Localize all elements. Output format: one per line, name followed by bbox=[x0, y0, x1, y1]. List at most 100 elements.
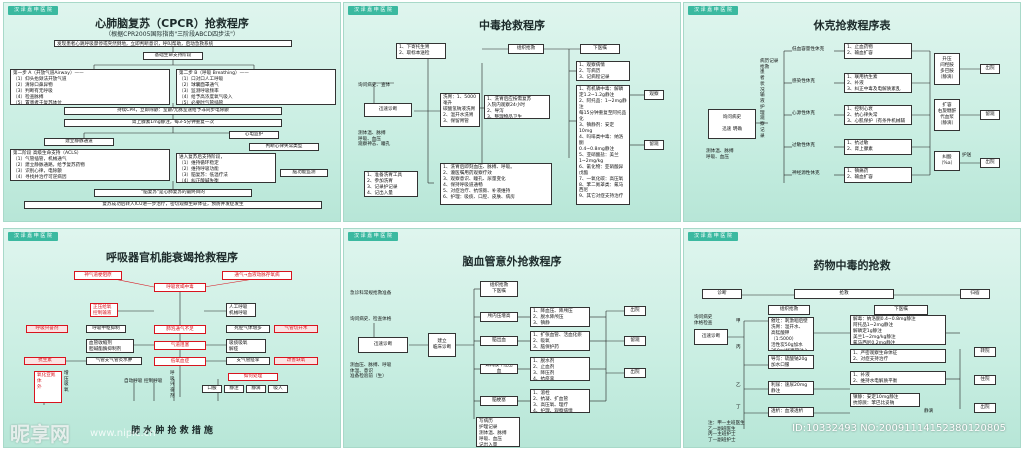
history-label: 询问病史、查体 bbox=[358, 83, 391, 88]
controlled-breathing-label: 控制呼吸 bbox=[144, 379, 163, 384]
sah-treatment-box: 1、脱水剂 2、止血剂 3、降压剂 4、抗痉挛 bbox=[530, 357, 590, 381]
panel-poisoning: 汉 泽 嘉 申 医 院 中毒抢救程序 1、下寄托生胃 2、取标本送检 询问病史、… bbox=[343, 2, 681, 222]
auto-breathing-label: 自动呼吸 bbox=[124, 379, 143, 384]
observe-outcome-box: 观察 bbox=[644, 90, 664, 100]
er-prep-label: 急诊科常规抢救准备 bbox=[350, 291, 392, 296]
hospital-badge: 汉 泽 嘉 申 医 院 bbox=[8, 6, 58, 15]
route-inhale: 吸入 bbox=[268, 385, 288, 393]
pressor-box: 升压 间羟胺 多巴胺 （静滴） bbox=[934, 53, 960, 85]
improve-hypoxia-node: 改善缺氧 bbox=[274, 357, 318, 365]
flow-connectors bbox=[43, 278, 269, 405]
panel-header: 汉 泽 嘉 申 医 院 bbox=[684, 3, 1020, 17]
brain-monitor-box: 脑功能监测 bbox=[280, 169, 328, 177]
airway-block-node: 气道阻塞 bbox=[154, 341, 206, 350]
monitor-box: 1、严密观察生命体征 2、对症支持治疗 bbox=[850, 349, 946, 363]
nitrous-oxide-box: 氧化亚氮 体 外 bbox=[34, 371, 62, 403]
flow-connectors bbox=[756, 50, 980, 183]
panel-shock: 汉 泽 嘉 申 医 院 休克抢救程序表 询问病史 迅速 明确 测体温、脉搏 呼吸… bbox=[683, 2, 1021, 222]
panel-header: 汉 泽 嘉 申 医 院 bbox=[4, 3, 340, 17]
panel-header: 汉 泽 嘉 申 医 院 bbox=[684, 229, 1020, 243]
panel-title: 呼吸器官机能衰竭抢救程序 bbox=[106, 251, 238, 264]
dialysis-box: 透析：血液透析 bbox=[768, 407, 814, 417]
role-b: 乙 bbox=[736, 383, 741, 388]
rescue-orders-box: 组织抢救 下医嘱 bbox=[480, 281, 518, 297]
nursing-care-box: 1、洗胃后即刻血压、脉搏、呼吸。 2、遵医嘱用药观察疗效 3、观察意识、瞳孔、尿… bbox=[440, 163, 552, 205]
stay-outcome-box: 留观 bbox=[644, 140, 664, 150]
observe-record-box: 1、观察病情 2、写病历 3、记病程记录 bbox=[576, 61, 630, 81]
shock-type-anaphylactic: 过敏性休克 bbox=[792, 143, 815, 148]
acidosis-box: 纠酸 （%a） bbox=[934, 151, 960, 171]
ventilation-node: 通气→血液动脉存氧病 bbox=[222, 271, 292, 280]
treatment-septic: 1、联用抗生素 2、补液 3、纠正中毒及电解质紊乱 bbox=[844, 73, 912, 93]
post-resus-box: 进入复苏后支持阶段， （1）维持循环稳定 （2）维持呼吸功能 （3）脑复苏：低温… bbox=[176, 153, 276, 183]
bronchospasm-node: 支气管痉挛 bbox=[226, 357, 270, 365]
panel-subtitle: （根据CPR2005国际指南"三阶段ABCD四步法"） bbox=[105, 31, 239, 38]
catharsis-box: 导泻：硫酸钠20g 加水口服 bbox=[768, 355, 814, 369]
flow-connectors bbox=[373, 288, 624, 419]
diagnosis-header: 诊断 bbox=[702, 289, 742, 299]
vitals-label: 测血压、脉搏、呼吸 体温、意识 准备检验前（生） bbox=[350, 363, 392, 380]
bronchial-edema-node: 气管支气管炎水肿 bbox=[86, 357, 142, 365]
hemorrhage-treatment-box: 1、扩张血管、活血化瘀 2、吸氧 3、脑保护药 bbox=[530, 331, 590, 351]
emesis-lavage-box: 催吐：刺激咽后壁 洗胃：温开水、 高锰酸钾（1:5000） 活性炭50g加水 2… bbox=[768, 317, 814, 351]
history-diagnosis-box: 询问病史 迅速 明确 bbox=[708, 109, 756, 139]
peep-node: 正压给氧 控制输液 bbox=[90, 303, 118, 317]
treatment-anaphylactic: 1、抗过敏 2、肾上腺素 bbox=[844, 139, 912, 155]
hospital-badge: 汉 泽 嘉 申 医 院 bbox=[688, 6, 738, 15]
history-label: 询问病史 体格检查 bbox=[694, 315, 713, 326]
orders-box: 下医嘱 bbox=[874, 305, 928, 315]
hospital-badge: 汉 泽 嘉 申 医 院 bbox=[348, 232, 398, 241]
shock-type-cardiogenic: 心源性休克 bbox=[792, 111, 815, 116]
panel-header: 汉 泽 嘉 申 医 院 bbox=[344, 229, 680, 243]
panel-title: 休克抢救程序表 bbox=[813, 19, 891, 32]
discharge-box-1: 出院 bbox=[980, 64, 1000, 74]
treatment-neurogenic: 1、镇痛药 2、输血扩容 bbox=[844, 167, 912, 183]
clinical-diagnosis-box: 建立 临床诊断 bbox=[428, 333, 456, 357]
pulmonary-edema-title: 肺 水 肿 抢 救 措 施 bbox=[131, 426, 213, 436]
infarction-treatment-box: 1、溶栓 2、抗凝、扩血管 3、高压氧、理疗 4、护理、观察病情 bbox=[530, 389, 590, 413]
orders-box: 下医嘱 bbox=[580, 44, 620, 54]
alveolar-hypovent-node: 肺泡通气不足 bbox=[154, 325, 206, 334]
top-note-box: 发现患者心跳呼吸骤停或突然倒地，立即判断意识，呼叫帮助，启动急救系统 bbox=[54, 40, 292, 47]
step-a-box: 第一步 A（开放气道Airway）—— （1）仰头抬颏法开放气道 （2）清除口鼻… bbox=[10, 69, 170, 105]
antidote-box: 解毒：纳洛酮0.4~0.8mg静注 阿托品1~2mg静注 解磷定1g静注 美兰1… bbox=[850, 315, 946, 345]
suction-node: 吸痰吸氧 解痉 bbox=[226, 339, 266, 353]
shock-type-hypovolemic: 低血容量性休克 bbox=[792, 47, 825, 52]
panel-title: 药物中毒的抢救 bbox=[813, 259, 891, 272]
panel-cpcr: 汉 泽 嘉 申 医 院 心肺脑复苏（CPCR）抢救程序 （根据CPR2005国际… bbox=[3, 2, 341, 222]
records-box: 写病历 护理记录 测体温、脉搏 呼吸、血压 记出入量 bbox=[476, 417, 520, 447]
epinephrine-box: 肾上腺素1mg静注，每3-5分钟重复一次 bbox=[64, 119, 282, 127]
resp-stimulant-node: 呼吸兴奋剂 bbox=[26, 325, 68, 333]
sah-box: 蛛网膜下腔出血 bbox=[480, 364, 518, 374]
resp-failure-node: 呼吸衰竭中毒 bbox=[154, 283, 206, 292]
central-depression-node: 呼吸中枢抑制 bbox=[86, 325, 126, 333]
discharge-box-1: 出院 bbox=[624, 306, 646, 316]
site-logo-watermark: 昵享网 bbox=[10, 422, 70, 446]
discharge-box-2: 出院 bbox=[624, 368, 646, 378]
defibrillation-box: 持续CPR，立即除颤：室颤/无脉室速给予非同步电除颤 bbox=[64, 107, 282, 115]
volume-box: 扩容 右旋糖酐 代血浆 （静滴） bbox=[934, 99, 960, 131]
iv-drip-label: 静滴 bbox=[924, 409, 934, 414]
route-oral: 口服 bbox=[202, 385, 222, 393]
tracheotomy-node: 气管切开术 bbox=[274, 325, 318, 333]
hemorrhage-box: 脑出血 bbox=[480, 336, 518, 346]
step-b-box: 第二步 B（呼吸 Breathing）—— （1）口对口人工呼吸 （2）球囊面罩… bbox=[176, 69, 336, 105]
care-column-label: 病历记录 抢救 患 者 状 况 输 液 护 理 观 察 记 录 bbox=[760, 59, 779, 139]
vitals-label: 测体温、脉搏 呼吸、血压 观察神志、瞳孔 bbox=[358, 131, 391, 148]
site-url-watermark: www.nipic.cn bbox=[90, 428, 156, 439]
treatment-hypovolemic: 1、止血药物 2、输血扩容 bbox=[844, 43, 912, 59]
panel-title: 中毒抢救程序 bbox=[479, 19, 545, 32]
treatment-route-title: 如何处理 bbox=[228, 373, 278, 381]
image-id-watermark: ID:10332493 NO:20091114152380120805 bbox=[792, 423, 1006, 434]
admit-box: 住院 bbox=[974, 375, 996, 385]
hospital-badge: 汉 泽 嘉 申 医 院 bbox=[688, 232, 738, 241]
route-iv-push: 静注 bbox=[224, 385, 244, 393]
airway-obstruction-node: 神气道梗阻原 bbox=[74, 271, 122, 280]
gastric-lavage-sample-box: 1、下寄托生胃 2、取标本送检 bbox=[396, 43, 446, 59]
panel-respiratory: 汉 泽 嘉 申 医 院 呼吸器官机能衰竭抢救程序 神气道梗阻原 通气→血液动脉存… bbox=[3, 228, 341, 448]
discharge-box-2: 出院 bbox=[980, 158, 1000, 168]
iv-access-box: 建立静脉通道 bbox=[44, 138, 114, 146]
ecg-monitor-box: 心电监护 bbox=[229, 131, 279, 139]
shock-type-septic: 感染性休克 bbox=[792, 79, 815, 84]
route-iv-drip: 静滴 bbox=[246, 385, 266, 393]
